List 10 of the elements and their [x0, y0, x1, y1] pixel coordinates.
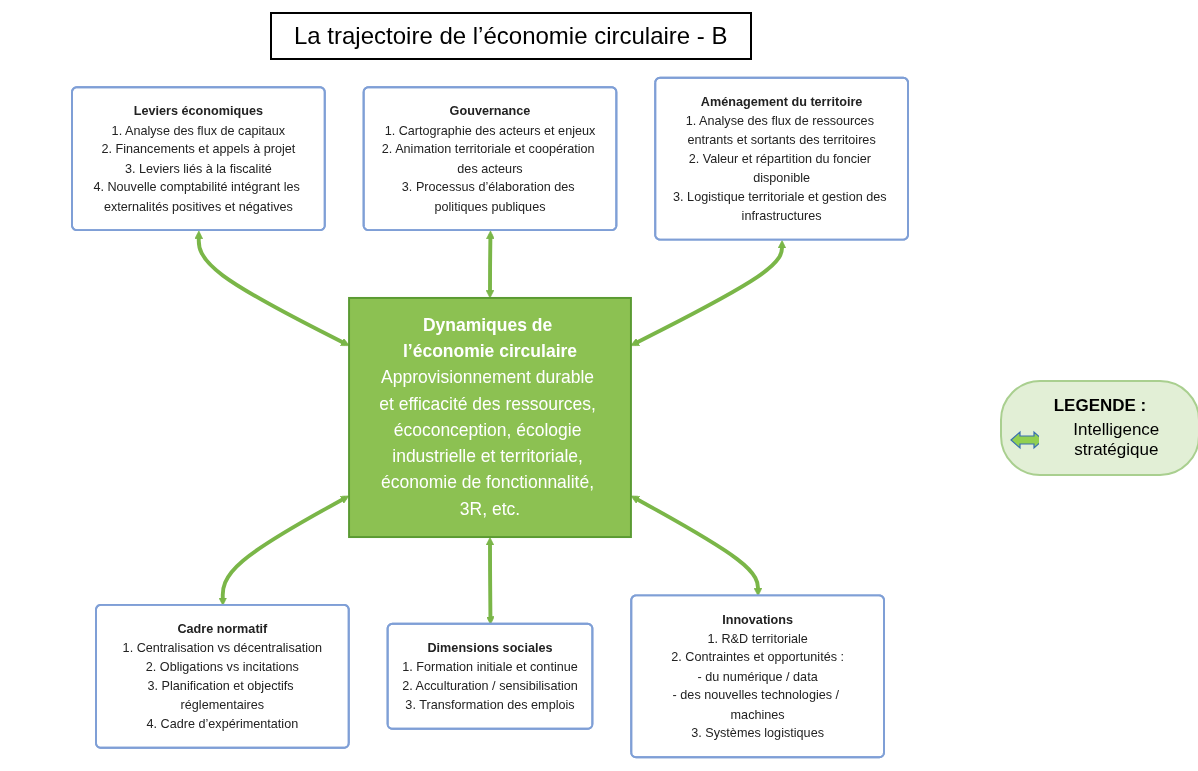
arrow: [630, 495, 763, 597]
diagram-title: La trajectoire de l’économie circulaire - B: [270, 12, 752, 60]
legend-text: Intelligence stratégique: [1072, 420, 1161, 460]
node-box: Dynamiques de l’économie circulaire Approvisionnement durable et efficacité des ressources, écoconception, écologie industrielle et territoriale, économie de fonctionnalité, 3R, etc.: [348, 296, 632, 539]
arrow: [194, 230, 350, 346]
legend-title: LEGENDE :: [1052, 396, 1148, 416]
arrow: [218, 495, 350, 606]
arrow: [485, 230, 495, 299]
arrow: [630, 240, 787, 346]
arrow: [485, 537, 495, 625]
